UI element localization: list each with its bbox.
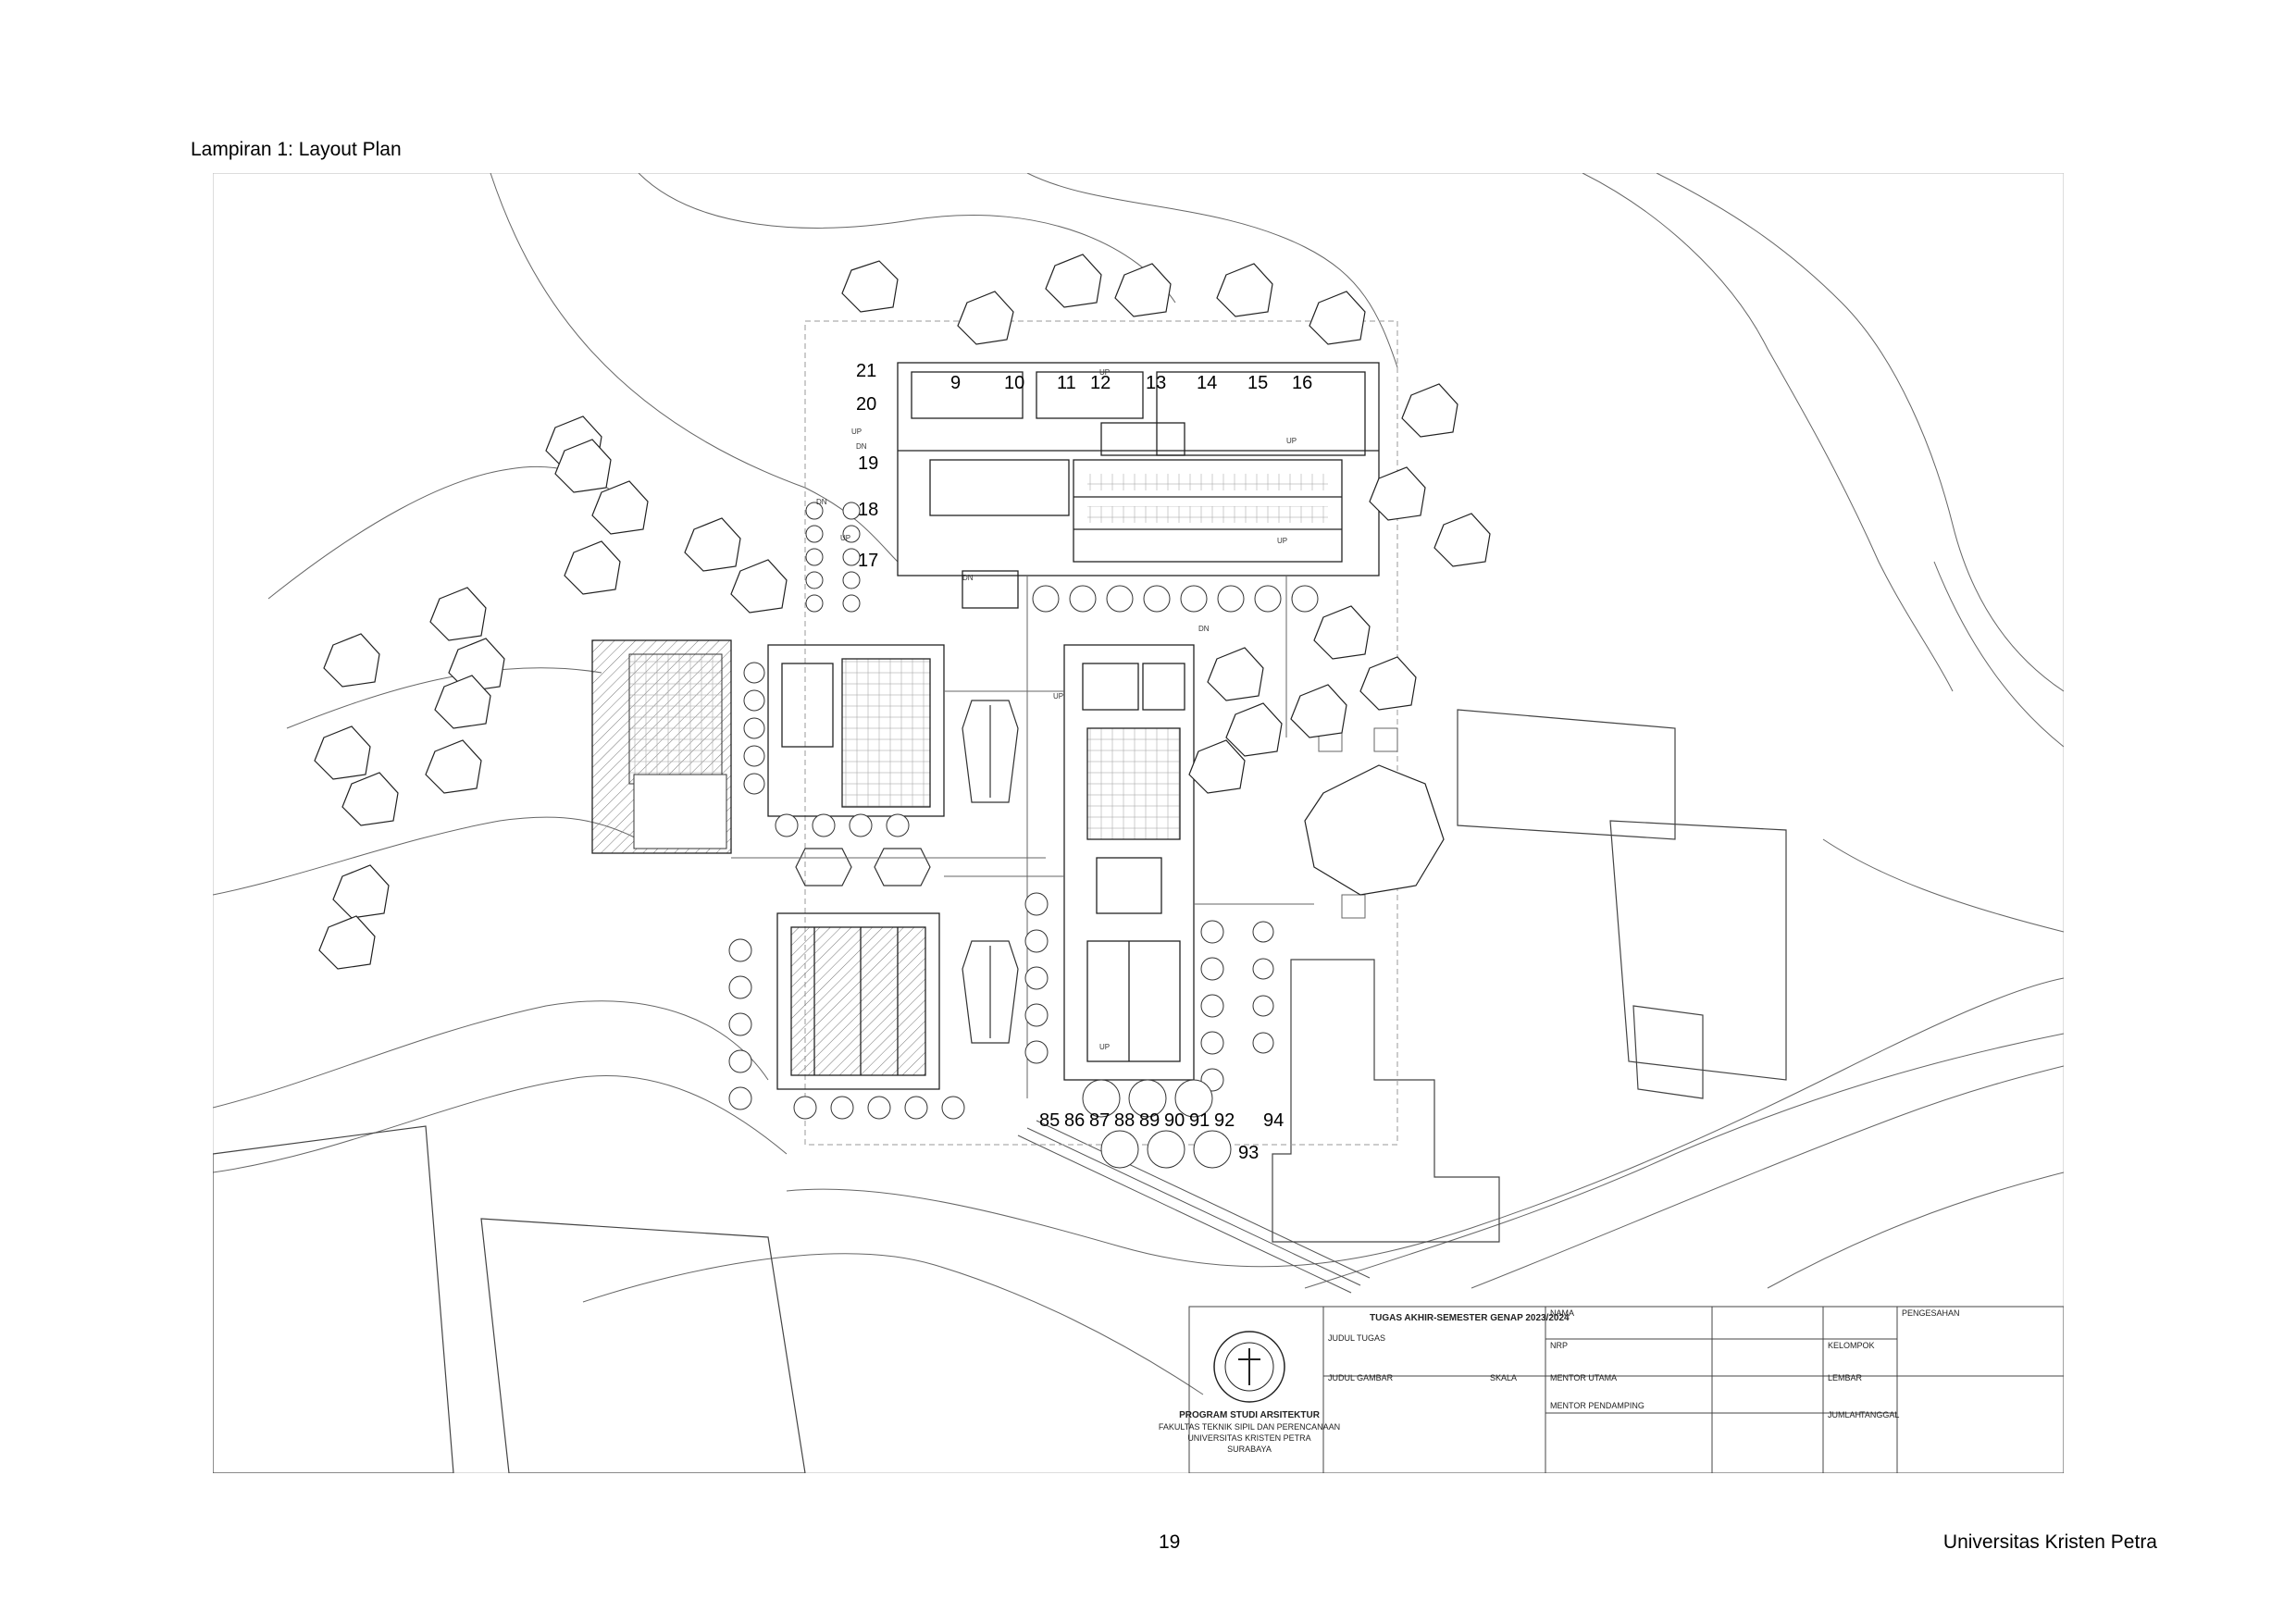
room-number: 94 — [1263, 1110, 1284, 1131]
title-block-lembar: LEMBAR — [1828, 1373, 1863, 1382]
title-block-tanggal: TANGGAL — [1860, 1410, 1899, 1419]
room-number: 11 — [1057, 373, 1076, 393]
room-number: 10 — [1004, 373, 1024, 393]
trees — [314, 254, 1491, 970]
neighbouring-buildings — [213, 709, 1787, 1473]
room-number: 85 — [1039, 1110, 1060, 1131]
room-number: 15 — [1247, 373, 1268, 393]
room-number: 20 — [856, 394, 876, 415]
room-number: 9 — [950, 373, 961, 393]
title-block-program: PROGRAM STUDI ARSITEKTUR — [1179, 1410, 1321, 1420]
north-building — [897, 362, 1380, 609]
title-block-mentor-utama: MENTOR UTAMA — [1550, 1373, 1617, 1382]
room-number: 21 — [856, 361, 876, 381]
title-block-pengesahan: PENGESAHAN — [1902, 1308, 1960, 1318]
title-block — [1188, 1306, 2064, 1473]
stair-up-label: UP — [1099, 368, 1110, 377]
title-block-nrp: NRP — [1550, 1341, 1568, 1350]
room-number: 17 — [858, 551, 878, 571]
title-block-heading: TUGAS AKHIR-SEMESTER GENAP 2023/2024 — [1370, 1313, 1570, 1323]
title-block-judul-tugas: JUDUL TUGAS — [1328, 1333, 1385, 1343]
room-number: 13 — [1146, 373, 1166, 393]
room-number: 88 — [1114, 1110, 1135, 1131]
west-building — [591, 639, 732, 854]
stair-up-label: UP — [1277, 537, 1287, 545]
east-building — [1063, 644, 1195, 1081]
title-block-university: UNIVERSITAS KRISTEN PETRA — [1187, 1433, 1310, 1443]
pavilions — [795, 700, 1019, 1044]
title-block-kelompok: KELOMPOK — [1828, 1341, 1875, 1350]
stair-up-label: UP — [1053, 692, 1063, 700]
stair-down-label: DN — [1198, 625, 1210, 633]
title-block-judul-gambar: JUDUL GAMBAR — [1328, 1373, 1394, 1382]
room-number: 19 — [858, 453, 878, 474]
stair-down-label: DN — [962, 574, 974, 582]
contour-lines — [213, 173, 2064, 1395]
title-block-mentor-pendamping: MENTOR PENDAMPING — [1550, 1401, 1644, 1410]
title-block-skala: SKALA — [1490, 1373, 1517, 1382]
room-number: 91 — [1189, 1110, 1210, 1131]
stair-up-label: UP — [851, 428, 862, 436]
room-number: 87 — [1089, 1110, 1110, 1131]
university-seal — [1213, 1331, 1285, 1403]
tree-rows — [728, 502, 1319, 1169]
title-block-faculty: FAKULTAS TEKNIK SIPIL DAN PERENCANAAN — [1159, 1422, 1340, 1432]
layout-plan-drawing: 9 10 11 12 13 14 15 16 21 20 19 18 17 85… — [213, 173, 2064, 1473]
room-number: 14 — [1197, 373, 1217, 393]
stair-up-label: UP — [1286, 437, 1297, 445]
south-west-building — [776, 912, 940, 1090]
caption: Lampiran 1: Layout Plan — [191, 139, 402, 160]
room-number: 12 — [1090, 373, 1111, 393]
page-number: 19 — [1159, 1531, 1181, 1553]
stair-up-label: UP — [840, 534, 850, 542]
room-number: 18 — [858, 500, 878, 520]
room-number: 92 — [1214, 1110, 1235, 1131]
stair-down-label: DN — [816, 498, 827, 506]
stair-down-label: DN — [856, 442, 867, 451]
stair-up-label: UP — [1099, 1043, 1110, 1051]
room-number: 16 — [1292, 373, 1312, 393]
room-number: 90 — [1164, 1110, 1185, 1131]
title-block-city: SURABAYA — [1227, 1444, 1272, 1454]
room-number: 86 — [1064, 1110, 1085, 1131]
institution-name: Universitas Kristen Petra — [1942, 1531, 2157, 1553]
room-number: 93 — [1238, 1143, 1259, 1163]
access-road — [1017, 1120, 1371, 1294]
central-west-building — [767, 644, 945, 817]
title-block-jumlah: JUMLAH — [1828, 1410, 1861, 1419]
title-block-nama: NAMA — [1550, 1308, 1574, 1318]
room-number: 89 — [1139, 1110, 1160, 1131]
